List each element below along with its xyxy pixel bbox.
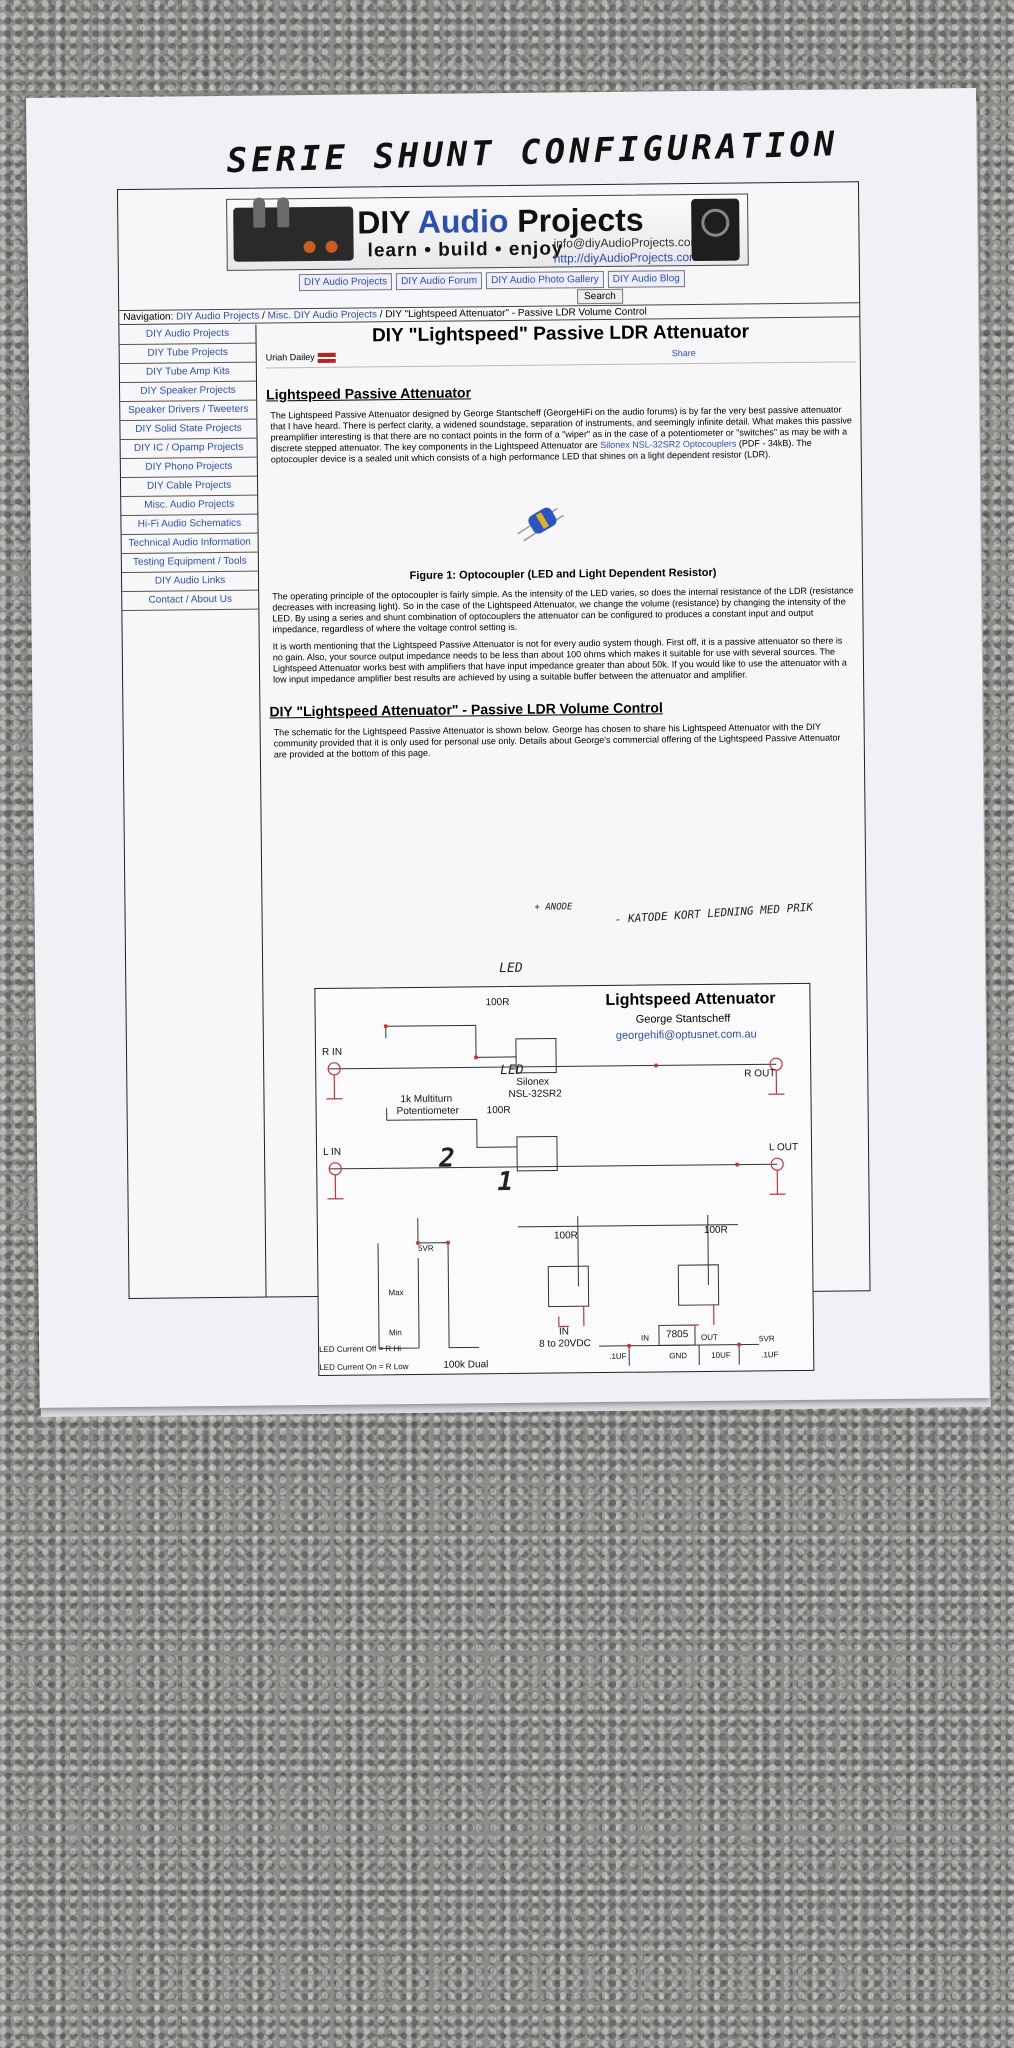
supply-in-label: IN [558, 1326, 570, 1338]
handwritten-number-2: 2 [438, 1143, 455, 1174]
vr5-label: 5VR [418, 1243, 434, 1253]
sidebar-item[interactable]: DIY Speaker Projects [119, 381, 257, 403]
article-byline: Uriah Dailey Share [265, 346, 856, 369]
contact-email: info@diyAudioProjects.com [553, 234, 701, 251]
sidebar-item[interactable]: DIY Tube Projects [119, 343, 256, 365]
r-out-label: R OUT [744, 1068, 776, 1080]
r-in-label: R IN [321, 1046, 343, 1058]
optocoupler-figure [267, 465, 858, 571]
optocoupler-icon [517, 507, 564, 542]
optocoupler-brand: Silonex [516, 1076, 550, 1088]
schematic-paragraph: The schematic for the Lightspeed Passive… [273, 721, 841, 760]
schematic-email[interactable]: georgehifi@optusnet.com.au [615, 1028, 757, 1042]
resistor-label: 100R [485, 996, 510, 1009]
top-nav: DIY Audio Projects DIY Audio Forum DIY A… [298, 270, 685, 292]
reg-gnd-label: GND [669, 1351, 688, 1361]
schematic-heading: DIY "Lightspeed Attenuator" - Passive LD… [269, 698, 663, 720]
sidebar-item[interactable]: DIY Cable Projects [120, 476, 258, 498]
sidebar-item[interactable]: DIY Solid State Projects [120, 419, 257, 441]
site-tagline: learn • build • enjoy [367, 238, 564, 262]
nav-forum[interactable]: DIY Audio Forum [396, 272, 483, 291]
nav-gallery[interactable]: DIY Audio Photo Gallery [486, 270, 604, 290]
schematic-diagram: Lightspeed Attenuator George Stantscheff… [314, 982, 815, 1377]
schematic-title: Lightspeed Attenuator [605, 990, 776, 1009]
vr5-label-2: 5VR [758, 1334, 775, 1344]
article-title: DIY "Lightspeed" Passive LDR Attenuator [371, 321, 750, 347]
reg-out-label: OUT [700, 1332, 718, 1342]
tube-amp-icon [233, 197, 354, 262]
sidebar-item[interactable]: DIY Audio Projects [119, 324, 256, 346]
cap-label: .1UF [609, 1351, 627, 1361]
handwritten-number-1: 1 [497, 1166, 514, 1198]
search-button[interactable]: Search [577, 288, 623, 305]
article-content: DIY "Lightspeed" Passive LDR Attenuator … [265, 318, 860, 766]
author-name: Uriah Dailey [266, 352, 336, 363]
pot1-label: 1k Multiturn [400, 1093, 453, 1106]
reg-in-label: IN [640, 1333, 650, 1343]
webpage-printout: DIY Audio Projects learn • build • enjoy… [116, 181, 871, 1377]
nav-projects[interactable]: DIY Audio Projects [298, 273, 393, 292]
min-label: Min [388, 1328, 402, 1338]
regulator-label: 7805 [665, 1329, 689, 1341]
share-link[interactable]: Share [671, 348, 696, 359]
intro-paragraph: The Lightspeed Passive Attenuator design… [270, 404, 852, 465]
l-out-label: L OUT [768, 1141, 799, 1154]
printed-page: SERIE SHUNT CONFIGURATION DIY Audio Proj… [26, 88, 990, 1408]
nav-blog[interactable]: DIY Audio Blog [607, 270, 685, 288]
sidebar-item[interactable]: Technical Audio Information [121, 533, 258, 555]
section-heading: Lightspeed Passive Attenuator [266, 383, 472, 403]
supply-range-label: 8 to 20VDC [539, 1338, 591, 1350]
flag-icon [317, 352, 336, 363]
resistor-label: 100R [553, 1230, 578, 1242]
schematic-wiring [326, 1024, 786, 1366]
sidebar: DIY Audio Projects DIY Tube Projects DIY… [119, 324, 267, 1298]
handwritten-title: SERIE SHUNT CONFIGURATION [226, 124, 839, 182]
l-in-label: L IN [323, 1146, 342, 1158]
sidebar-item[interactable]: Misc. Audio Projects [121, 495, 258, 517]
sidebar-item[interactable]: DIY Phono Projects [120, 457, 257, 479]
speaker-icon [691, 198, 740, 262]
resistor-label: 100R [703, 1224, 728, 1236]
sidebar-item[interactable]: DIY Audio Links [121, 571, 259, 593]
sidebar-item[interactable]: Speaker Drivers / Tweeters [120, 400, 257, 422]
operating-paragraph: The operating principle of the optocoupl… [272, 584, 854, 635]
handwritten-led-note: LED [499, 960, 523, 977]
breadcrumb-link-misc[interactable]: Misc. DIY Audio Projects [267, 309, 378, 322]
resistor-label: 100R [486, 1104, 511, 1117]
pot1-label-2: Potentiometer [396, 1105, 459, 1118]
cap-label: 10UF [711, 1350, 731, 1360]
cap-label: .1UF [761, 1350, 779, 1360]
max-label: Max [388, 1288, 404, 1298]
notes-paragraph: It is worth mentioning that the Lightspe… [272, 635, 847, 685]
led-current-off: LED Current Off = R Hi [319, 1344, 402, 1354]
pot2-label: 100k Dual [443, 1359, 489, 1371]
sidebar-item[interactable]: Contact / About Us [122, 590, 259, 612]
handwritten-anode-note: + ANODE [534, 902, 573, 913]
site-banner: DIY Audio Projects learn • build • enjoy… [226, 193, 749, 271]
sidebar-item[interactable]: Testing Equipment / Tools [121, 552, 258, 574]
schematic-author: George Stantscheff [635, 1012, 731, 1026]
sidebar-item[interactable]: Hi-Fi Audio Schematics [121, 514, 258, 536]
handwritten-led-note-2: LED [500, 1062, 524, 1079]
contact-url[interactable]: http://diyAudioProjects.com [553, 249, 700, 266]
optocoupler-part: NSL-32SR2 [508, 1088, 562, 1101]
breadcrumb-link-home[interactable]: DIY Audio Projects [176, 310, 260, 323]
site-contact: info@diyAudioProjects.com http://diyAudi… [553, 235, 700, 267]
sidebar-item[interactable]: DIY IC / Opamp Projects [120, 438, 257, 460]
sidebar-item[interactable]: DIY Tube Amp Kits [119, 362, 256, 384]
silonex-link[interactable]: Silonex NSL-32SR2 Optocouplers [600, 438, 737, 450]
led-current-on: LED Current On = R Low [319, 1362, 409, 1372]
